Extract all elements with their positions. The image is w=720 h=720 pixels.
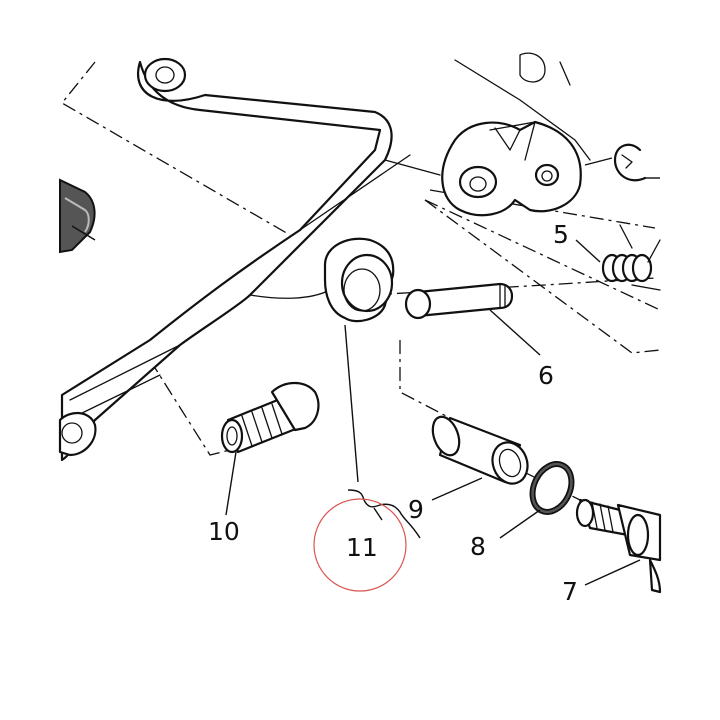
callout-9: 9: [408, 495, 424, 524]
shoulder-bolt-part-10: 10: [208, 381, 320, 546]
highlight-circle: [313, 498, 407, 592]
washer-part-8: 8: [470, 461, 575, 561]
callout-11: 11: [346, 533, 378, 562]
shaft-part-7: 7: [562, 498, 662, 606]
clevis-pin-part-6: 6: [404, 282, 554, 390]
e-clip: [584, 143, 660, 182]
assembly-callout-part-11: 11: [313, 324, 421, 592]
callout-5: 5: [553, 220, 569, 249]
mounting-bracket: [441, 52, 591, 217]
callout-10: 10: [208, 517, 240, 546]
gear-lever-arm: [58, 57, 441, 462]
rubber-boot: [59, 178, 96, 254]
bushing-part-9: 9: [408, 415, 529, 524]
callout-8: 8: [470, 532, 486, 561]
callout-6: 6: [538, 361, 554, 390]
pivot-boss: [323, 237, 395, 323]
callout-7: 7: [562, 577, 578, 606]
torsion-spring-part-5: 5: [553, 220, 661, 291]
